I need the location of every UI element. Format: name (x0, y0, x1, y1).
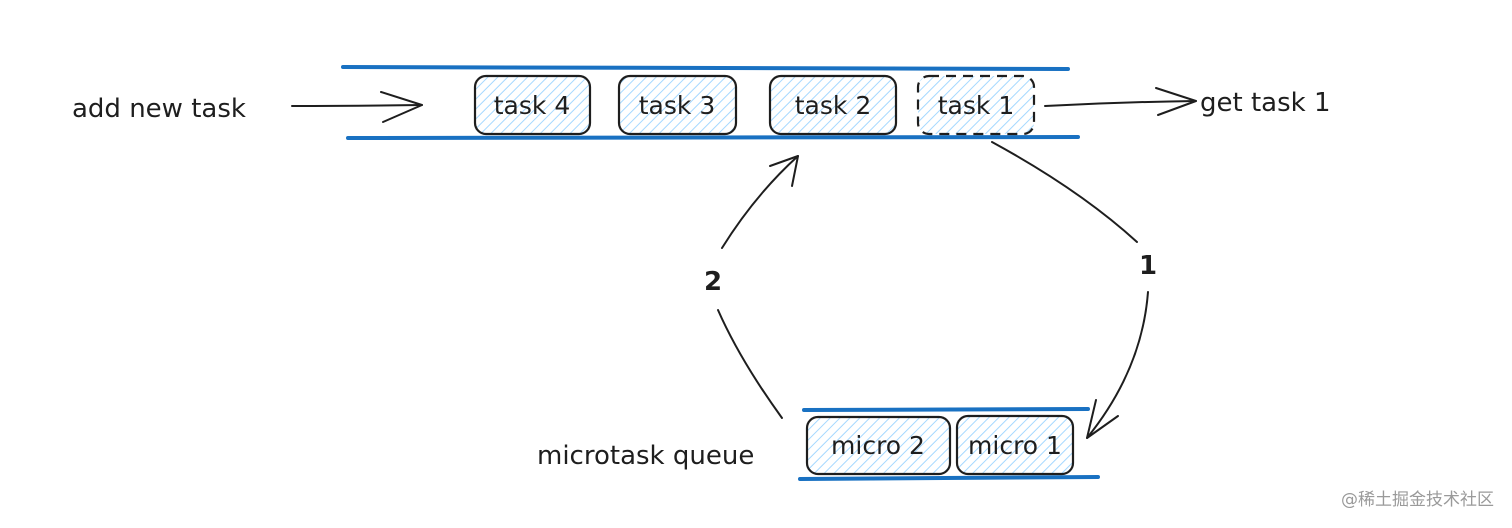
step-1-label: 1 (1139, 251, 1157, 281)
task-box: task 3 (617, 74, 738, 136)
watermark: @稀土掘金技术社区 (1341, 490, 1494, 510)
micro-label: micro 1 (968, 431, 1062, 460)
task-label: task 2 (795, 91, 871, 120)
micro-label: micro 2 (831, 431, 925, 460)
micro-box: micro 1 (955, 414, 1075, 476)
get-task-label: get task 1 (1200, 88, 1331, 118)
microtask-queue-bottom-rail (798, 475, 1100, 481)
task-box: task 4 (473, 74, 592, 136)
add-new-task-label: add new task (72, 94, 246, 124)
task-queue: task 4 task 3 task 2 task 1 (341, 65, 1080, 140)
get-task-arrow (1044, 87, 1197, 116)
microtask-queue-label: microtask queue (537, 441, 754, 471)
add-task-arrow (291, 91, 423, 123)
task-box: task 2 (768, 74, 898, 136)
micro-box: micro 2 (805, 415, 952, 476)
microtask-queue: micro 2 micro 1 (798, 407, 1100, 481)
task-label: task 3 (639, 91, 715, 120)
step-1-arrow (991, 141, 1149, 439)
task-box-current: task 1 (916, 74, 1036, 136)
task-label: task 1 (938, 91, 1014, 120)
step-2-label: 2 (704, 267, 722, 297)
task-queue-bottom-rail (346, 135, 1080, 140)
step-2-arrow (717, 155, 799, 419)
task-label: task 4 (494, 91, 570, 120)
task-queue-top-rail (341, 65, 1070, 71)
microtask-queue-top-rail (802, 407, 1090, 412)
